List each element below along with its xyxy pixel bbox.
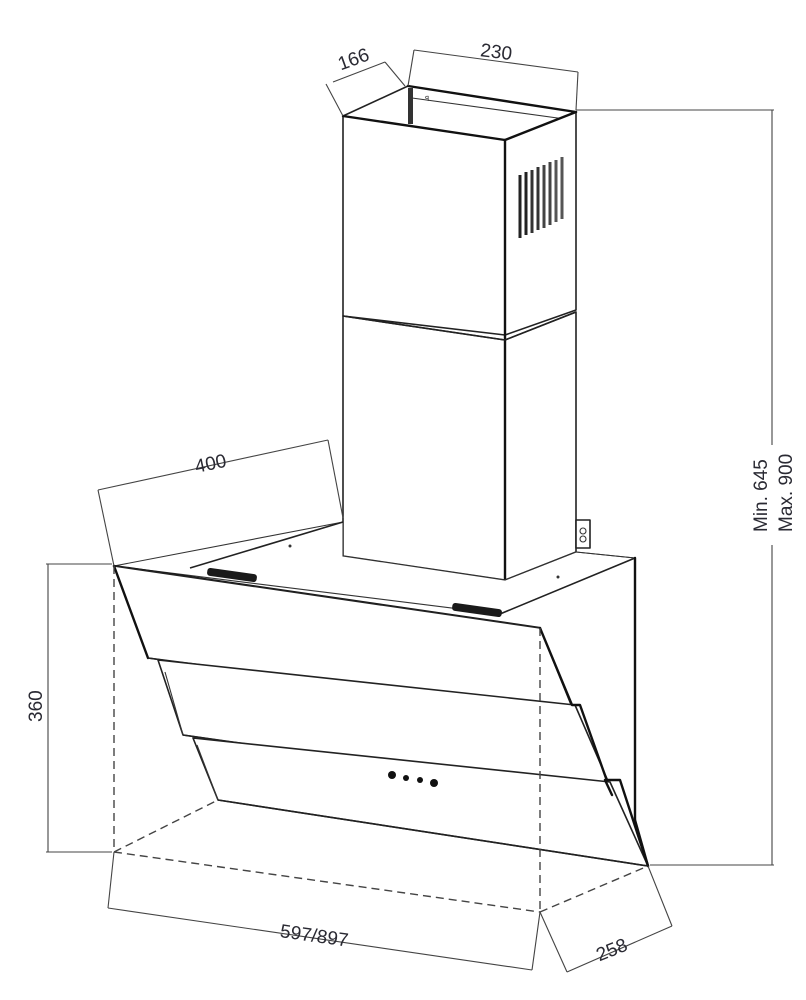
control-buttons	[388, 771, 438, 787]
dim-label-258: 258	[593, 935, 630, 966]
dim-glass-height: 360	[26, 563, 112, 853]
ventilation-grille	[518, 157, 564, 238]
dim-label-360: 360	[26, 690, 47, 722]
dim-label-230: 230	[479, 40, 513, 65]
dim-hood-depth: 258	[539, 865, 673, 973]
hinge-left	[207, 567, 257, 583]
upper-chimney-side	[504, 111, 577, 336]
svg-text:ꟼ: ꟼ	[425, 95, 429, 103]
dim-label-max-height: Max. 900	[776, 454, 797, 532]
upper-chimney-section	[342, 115, 506, 336]
dim-total-height: Min. 645 Max. 900	[576, 109, 797, 866]
chimney-top-flange	[408, 88, 413, 124]
wall-bracket	[575, 519, 591, 549]
dim-label-166: 166	[335, 45, 372, 76]
control-button-4[interactable]	[430, 779, 438, 787]
hinges	[207, 567, 502, 618]
canopy-body	[113, 521, 637, 822]
footprint-outline	[113, 566, 649, 913]
dim-hood-width: 597/897	[107, 851, 541, 971]
chimney: ꟼ	[341, 84, 578, 582]
lower-chimney-section	[342, 315, 506, 581]
lower-chimney-side	[504, 311, 577, 581]
dim-chimney-width: 230	[407, 40, 579, 111]
control-button-3[interactable]	[417, 777, 423, 783]
dim-label-400: 400	[193, 451, 228, 478]
hinge-right	[452, 602, 502, 618]
glass-panels	[112, 564, 650, 868]
control-button-1[interactable]	[388, 771, 396, 779]
dim-label-min-height: Min. 645	[751, 459, 772, 532]
dim-label-597-897: 597/897	[279, 921, 350, 951]
control-button-2[interactable]	[403, 775, 409, 781]
